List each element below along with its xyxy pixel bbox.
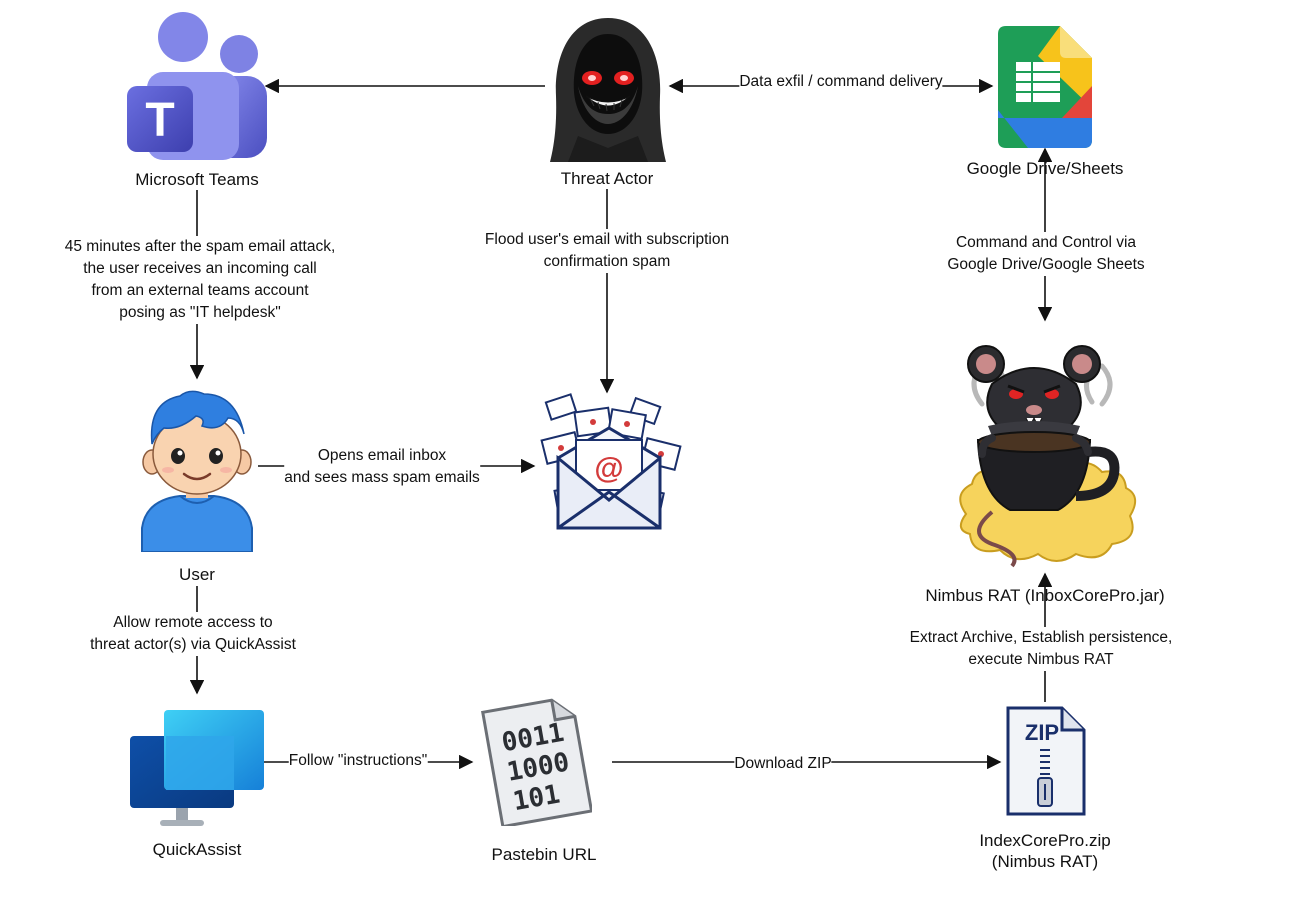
- zip-label: IndexCorePro.zip (Nimbus RAT): [979, 830, 1110, 872]
- edge-label-inbox: Opens email inbox and sees mass spam ema…: [284, 445, 480, 489]
- edge-label-download: Download ZIP: [734, 753, 832, 775]
- edge-label-exfil: Data exfil / command delivery: [739, 71, 943, 93]
- at-sign-glyph: @: [594, 452, 623, 485]
- edge-label-flood: Flood user's email with subscription con…: [484, 229, 730, 273]
- teams-label: Microsoft Teams: [135, 170, 259, 189]
- edge-label-c2: Command and Control via Google Drive/Goo…: [947, 232, 1145, 276]
- hooded-hacker-icon: [550, 18, 666, 162]
- edge-label-instructions: Follow "instructions": [288, 750, 428, 772]
- pastebin-label: Pastebin URL: [491, 845, 597, 864]
- rat-coffee-cup-icon: [959, 345, 1137, 568]
- user-avatar-icon: [141, 390, 253, 552]
- zip-file-icon: ZIP: [1006, 706, 1086, 816]
- zip-label-line2: (Nimbus RAT): [991, 852, 1099, 871]
- microsoft-teams-icon: T: [127, 12, 267, 160]
- edge-label-extract: Extract Archive, Establish persistence, …: [908, 627, 1174, 671]
- spam-envelope-icon: @: [540, 393, 682, 530]
- threat-actor-label: Threat Actor: [560, 169, 654, 188]
- teams-letter: T: [145, 94, 174, 147]
- edge-label-teams-call: 45 minutes after the spam email attack, …: [64, 236, 336, 324]
- zip-text: ZIP: [1025, 720, 1059, 745]
- user-label: User: [179, 565, 215, 584]
- binary-document-icon: 0011 1000 101: [481, 698, 592, 826]
- google-label: Google Drive/Sheets: [966, 159, 1124, 178]
- quickassist-label: QuickAssist: [152, 840, 242, 859]
- google-sheets-icon: [998, 26, 1092, 148]
- edge-label-remote: Allow remote access to threat actor(s) v…: [90, 612, 296, 656]
- zip-label-line1: IndexCorePro.zip: [979, 831, 1111, 850]
- nimbus-label: Nimbus RAT (InboxCorePro.jar): [925, 586, 1165, 605]
- quickassist-monitor-icon: [130, 710, 264, 826]
